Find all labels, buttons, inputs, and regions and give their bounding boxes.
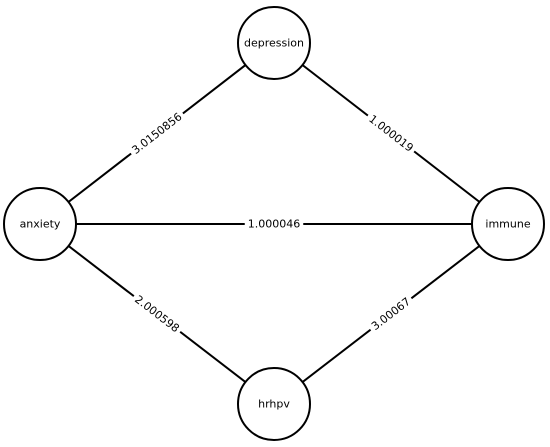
edge-weight-label: 3.00067 <box>369 295 413 333</box>
edge-label-background <box>129 290 185 338</box>
node-circle <box>3 187 77 261</box>
edge-label-background <box>126 107 188 160</box>
edge-label-background <box>244 216 304 232</box>
edge-anxiety-hrhpv: 2.000598 <box>39 223 275 405</box>
edge-weight-label: 1.000046 <box>248 218 301 231</box>
edge-anxiety-depression: 3.0150856 <box>39 42 275 225</box>
node-anxiety: anxiety <box>3 187 77 261</box>
node-circle <box>237 367 311 441</box>
node-hrhpv: hrhpv <box>237 367 311 441</box>
node-label: anxiety <box>20 218 61 231</box>
edge-depression-immune: 1.000019 <box>273 42 509 225</box>
node-circle <box>471 187 545 261</box>
node-depression: depression <box>237 6 311 80</box>
edge-weight-label: 3.0150856 <box>129 110 184 157</box>
edge-weight-label: 2.000598 <box>132 293 182 335</box>
edge-anxiety-immune: 1.000046 <box>40 216 508 232</box>
node-circle <box>237 6 311 80</box>
node-label: immune <box>485 218 530 231</box>
edge-label-background <box>366 292 416 336</box>
node-label: depression <box>244 37 304 50</box>
edge-weight-label: 1.000019 <box>366 112 415 154</box>
edge-hrhpv-immune: 3.00067 <box>273 223 509 405</box>
edge-label-background <box>363 109 419 158</box>
node-label: hrhpv <box>258 398 290 411</box>
node-immune: immune <box>471 187 545 261</box>
